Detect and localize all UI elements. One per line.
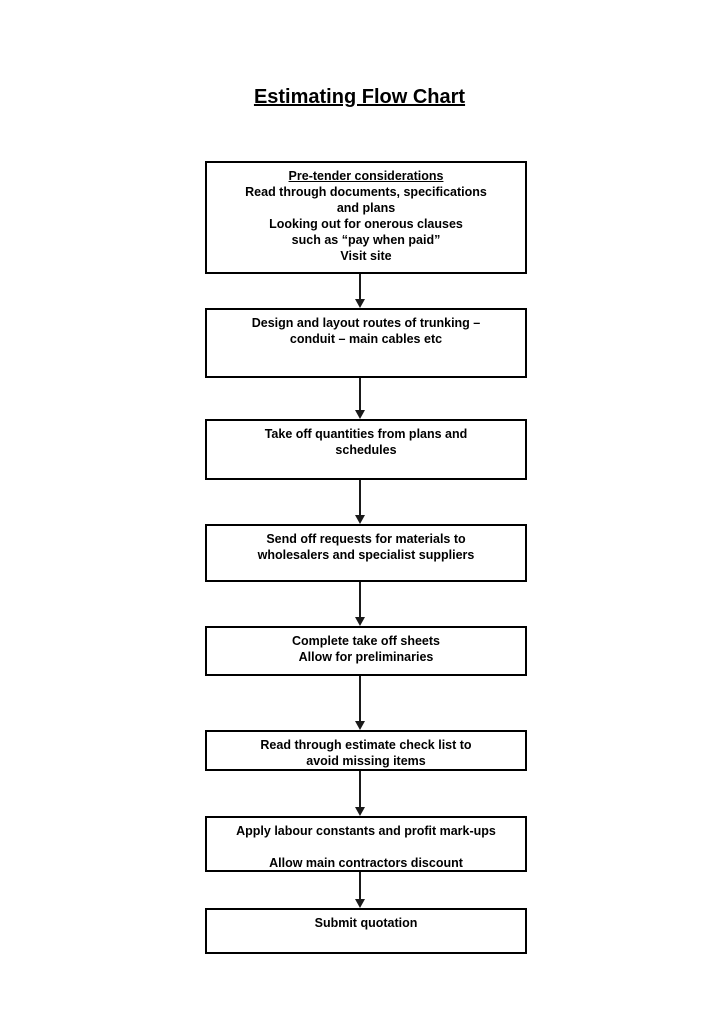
box-text-line: such as “pay when paid” xyxy=(291,233,441,247)
arrow-shaft xyxy=(359,274,361,299)
flow-box-take-off-quantities: Take off quantities from plans and sched… xyxy=(205,419,527,480)
box-text-line: Allow main contractors discount xyxy=(269,856,463,870)
arrow-head-icon xyxy=(355,617,365,626)
flow-box-pre-tender-considerations: Pre-tender considerations Read through d… xyxy=(205,161,527,274)
arrow-shaft xyxy=(359,676,361,721)
box-text-line: Visit site xyxy=(340,249,392,263)
flow-arrow-5 xyxy=(352,676,368,730)
flow-box-submit-quotation: Submit quotation xyxy=(205,908,527,954)
box-text-line: and plans xyxy=(336,201,396,215)
arrow-head-icon xyxy=(355,299,365,308)
flow-box-estimate-check-list: Read through estimate check list to avoi… xyxy=(205,730,527,771)
arrow-shaft xyxy=(359,582,361,617)
box-text-line: Complete take off sheets xyxy=(292,634,440,648)
box-text-line: Submit quotation xyxy=(314,916,418,930)
flow-arrow-2 xyxy=(352,378,368,419)
box-text-line: avoid missing items xyxy=(306,754,426,768)
arrow-shaft xyxy=(359,872,361,899)
flow-arrow-3 xyxy=(352,480,368,524)
arrow-head-icon xyxy=(355,515,365,524)
box-text-line: Apply labour constants and profit mark-u… xyxy=(236,824,496,838)
flow-arrow-4 xyxy=(352,582,368,626)
box-text-line: conduit – main cables etc xyxy=(289,332,443,346)
box-text-line: wholesalers and specialist suppliers xyxy=(257,548,475,562)
arrow-shaft xyxy=(359,480,361,515)
box-text-line: Design and layout routes of trunking – xyxy=(251,316,481,330)
flow-arrow-7 xyxy=(352,872,368,908)
arrow-head-icon xyxy=(355,410,365,419)
box-text-line: Allow for preliminaries xyxy=(298,650,434,664)
arrow-head-icon xyxy=(355,899,365,908)
flow-box-complete-take-off-sheets: Complete take off sheets Allow for preli… xyxy=(205,626,527,676)
arrow-shaft xyxy=(359,378,361,410)
box-text-line: Read through estimate check list to xyxy=(260,738,472,752)
box-text-line: schedules xyxy=(335,443,397,457)
flow-box-design-and-layout-routes: Design and layout routes of trunking – c… xyxy=(205,308,527,378)
flow-box-apply-labour-constants: Apply labour constants and profit mark-u… xyxy=(205,816,527,872)
blank-line-spacer xyxy=(207,839,525,855)
arrow-head-icon xyxy=(355,721,365,730)
box-text-line: Read through documents, specifications xyxy=(245,185,487,199)
box-text-line: Looking out for onerous clauses xyxy=(269,217,463,231)
arrow-head-icon xyxy=(355,807,365,816)
box-heading: Pre-tender considerations xyxy=(288,169,444,183)
flow-arrow-6 xyxy=(352,771,368,816)
arrow-shaft xyxy=(359,771,361,807)
page-title: Estimating Flow Chart xyxy=(253,86,466,108)
flow-box-send-off-requests: Send off requests for materials to whole… xyxy=(205,524,527,582)
flow-arrow-1 xyxy=(352,274,368,308)
box-text-line: Take off quantities from plans and xyxy=(264,427,468,441)
box-text-line: Send off requests for materials to xyxy=(266,532,466,546)
